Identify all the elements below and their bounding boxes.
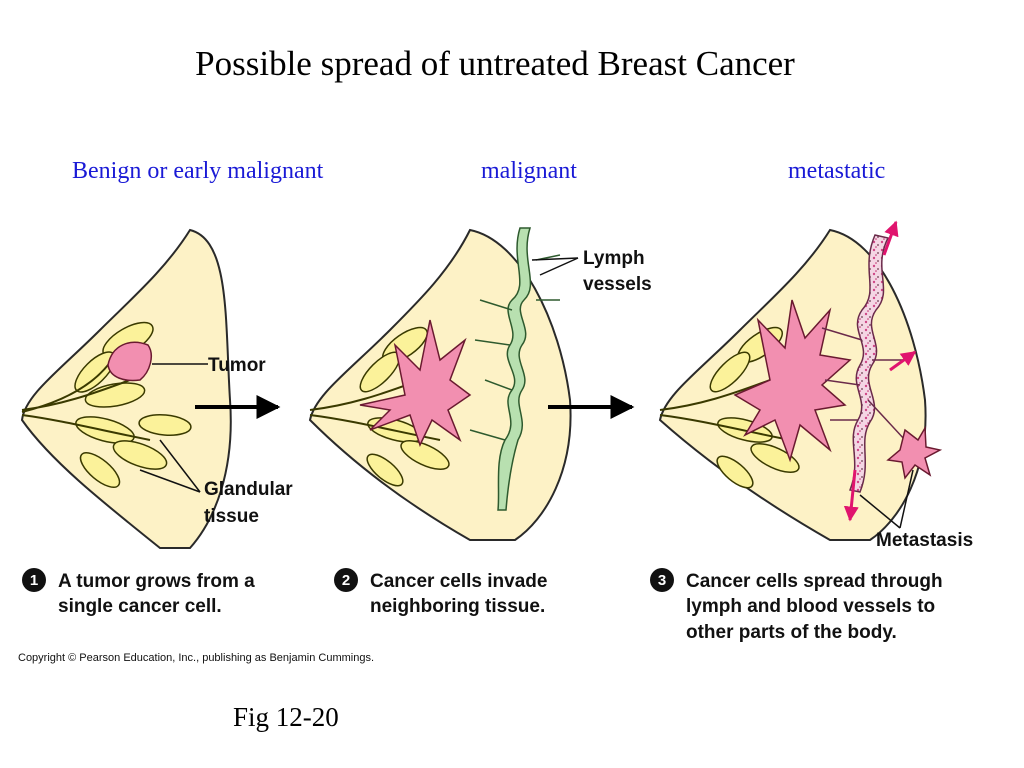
stage-label-metastatic: metastatic (788, 158, 886, 184)
step-3-caption: 3 Cancer cells spread through lymph and … (650, 568, 943, 643)
step-1-caption: 1 A tumor grows from a single cancer cel… (22, 568, 255, 617)
step-2-line1: Cancer cells invade (370, 571, 547, 592)
step-2-caption: 2 Cancer cells invade neighboring tissue… (334, 568, 547, 617)
lymph-pointer-line-2 (539, 257, 579, 276)
step-3-line3: other parts of the body. (686, 622, 897, 643)
lymph-vessel (469, 227, 561, 511)
spreading-tumor (733, 299, 852, 463)
spread-arrow-right (889, 350, 917, 372)
glandular-tissue-cluster (21, 321, 192, 488)
step-3-line2: lymph and blood vessels to (686, 596, 935, 617)
metastasis-pointer-line-2 (899, 469, 914, 529)
metastatic-tumor (886, 425, 943, 480)
step-2-badge (334, 568, 358, 592)
panel-1-breast: Tumor Glandular tissue (20, 228, 293, 549)
lymph-label-line1: Lymph (583, 248, 645, 269)
blood-vessel (821, 234, 906, 493)
step-2-line2: neighboring tissue. (370, 596, 545, 617)
step-1-badge (22, 568, 46, 592)
step-1-line2: single cancer cell. (58, 596, 222, 617)
metastasis-label: Metastasis (876, 530, 973, 551)
glandular-tissue-cluster (659, 326, 800, 489)
stage-label-benign: Benign or early malignant (72, 158, 324, 184)
step-2-number: 2 (342, 572, 350, 589)
step-1-number: 1 (30, 572, 38, 589)
invading-tumor (359, 319, 472, 447)
tumor-label: Tumor (208, 355, 266, 376)
tumor-mass (107, 341, 152, 382)
step-3-line1: Cancer cells spread through (686, 571, 943, 592)
spread-arrow-up (882, 220, 899, 256)
lymph-label-line2: vessels (583, 274, 652, 295)
panel-3-breast: Metastasis (658, 220, 973, 551)
glandular-pointer-line-1 (139, 469, 201, 493)
glandular-label-line2: tissue (204, 506, 259, 527)
figure-label: Fig 12-20 (233, 702, 339, 732)
step-3-badge (650, 568, 674, 592)
glandular-label-line1: Glandular (204, 479, 293, 500)
glandular-tissue-cluster (309, 326, 450, 487)
panel-2-breast: Lymph vessels (308, 227, 652, 541)
page-title: Possible spread of untreated Breast Canc… (195, 44, 795, 83)
glandular-pointer-line-2 (159, 439, 201, 493)
step-3-number: 3 (658, 572, 666, 589)
metastasis-pointer-line-1 (859, 494, 901, 529)
spread-arrow-down (843, 469, 859, 522)
copyright-notice: Copyright © Pearson Education, Inc., pub… (18, 652, 375, 664)
lymph-pointer-line-1 (531, 257, 579, 261)
stage-label-malignant: malignant (481, 158, 577, 184)
step-1-line1: A tumor grows from a (58, 571, 255, 592)
